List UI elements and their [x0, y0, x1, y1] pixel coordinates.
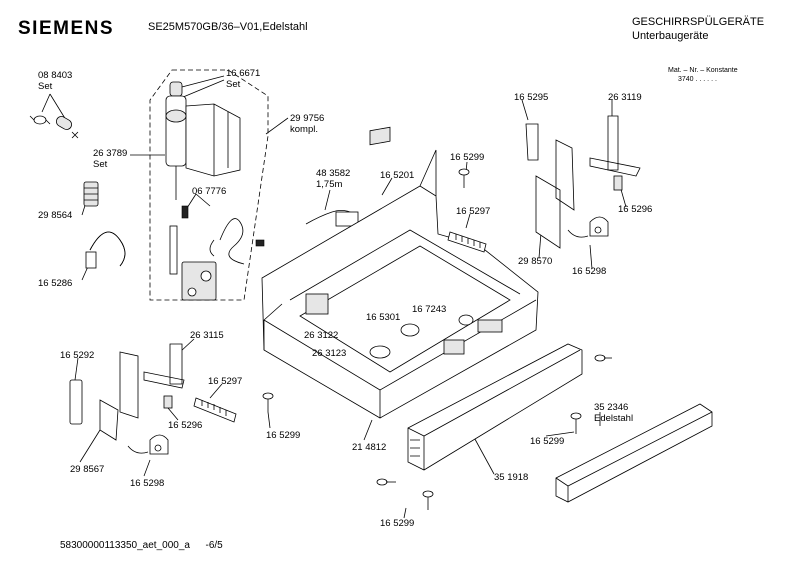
part-label-165297-left: 16 5297: [208, 376, 243, 387]
guide-rail-lower: [193, 397, 237, 423]
material-constant: Mat. – Nr. – Konstante 3740 . . . . . .: [668, 66, 738, 84]
category-subtitle: Unterbaugeräte: [632, 30, 709, 42]
part-label-165296-left: 16 5296: [168, 420, 203, 431]
drain-hose-part: [85, 231, 126, 269]
screws: [262, 168, 612, 510]
right-side-brackets: [525, 115, 641, 249]
page-number: -6/5: [205, 540, 223, 551]
part-label-263123: 26 3123: [312, 348, 347, 359]
part-label-263119: 26 3119: [608, 92, 642, 103]
spring-part: [83, 181, 99, 207]
category-title: GESCHIRRSPÜLGERÄTE: [632, 16, 765, 28]
part-label-165299-right: 16 5299: [530, 436, 565, 447]
part-label-298564: 29 8564: [38, 210, 73, 221]
part-label-165296-right: 16 5296: [618, 204, 653, 215]
part-label-167243: 16 7243: [412, 304, 447, 315]
part-label-165298-left: 16 5298: [130, 478, 165, 489]
part-label-165301: 16 5301: [366, 312, 401, 323]
part-label-165297-top: 16 5297: [456, 206, 491, 217]
document-id: 58300000113350_aet_000_a: [60, 540, 190, 551]
hose-clip-set: [29, 115, 79, 139]
guide-rail-upper: [447, 231, 487, 253]
model-title: SE25M570GB/36–V01,Edelstahl: [148, 21, 308, 33]
part-label-165292: 16 5292: [60, 350, 95, 361]
kick-plate: [407, 343, 583, 471]
part-label-165298-right: 16 5298: [572, 266, 607, 277]
stainless-panel: [555, 403, 713, 503]
part-label-214812: 21 4812: [352, 442, 387, 453]
part-label-298570: 29 8570: [518, 256, 553, 267]
part-label-165299-left: 16 5299: [266, 430, 301, 441]
part-label-263115: 26 3115: [190, 330, 224, 341]
part-label-165299-top: 16 5299: [450, 152, 485, 163]
part-label-165286: 16 5286: [38, 278, 73, 289]
footer: 58300000113350_aet_000_a -6/5: [60, 540, 223, 551]
material-constant-value: 3740 . . . . . .: [678, 76, 717, 83]
base-tub: [261, 149, 539, 419]
cable-harness: [305, 126, 391, 227]
left-side-brackets: [69, 343, 185, 455]
part-label-165295: 16 5295: [514, 92, 549, 103]
part-label-067776: 06 7776: [192, 186, 227, 197]
part-label-351918: 35 1918: [494, 472, 529, 483]
material-constant-label: Mat. – Nr. – Konstante: [668, 67, 738, 74]
part-label-165299-bottom: 16 5299: [380, 518, 415, 529]
water-heater-assembly: [165, 81, 265, 301]
assembly-group-outline: [149, 69, 269, 301]
part-label-165201: 16 5201: [380, 170, 415, 181]
part-label-263122: 26 3122: [304, 330, 339, 341]
part-label-298567: 29 8567: [70, 464, 105, 475]
brand-logo: SIEMENS: [18, 18, 115, 39]
category-block: GESCHIRRSPÜLGERÄTE Unterbaugeräte: [632, 15, 764, 43]
